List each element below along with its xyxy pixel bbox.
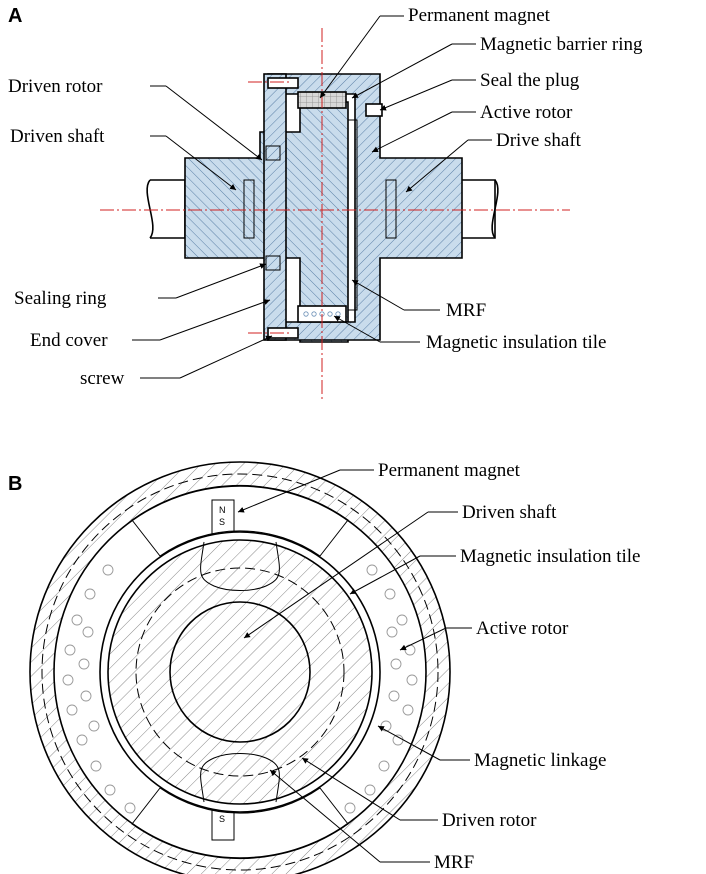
figure-a: A: [8, 5, 643, 400]
driven-shaft-keyway: [243, 179, 255, 239]
label-b-magnetic-insulation-tile: Magnetic insulation tile: [460, 546, 640, 567]
magnet-bottom-s: S: [219, 814, 225, 824]
screw-top: [267, 77, 299, 89]
driven-rotor-lobe-top: [200, 541, 280, 591]
figure-b: B N S N S: [8, 460, 640, 874]
magnet-top-n: N: [219, 505, 226, 515]
label-b-permanent-magnet: Permanent magnet: [378, 460, 521, 481]
drive-shaft-cylinder: [462, 179, 499, 239]
figure-b-leaders: [237, 469, 472, 863]
label-a-seal-plug: Seal the plug: [480, 70, 580, 91]
label-a-screw: screw: [80, 368, 125, 389]
label-a-drive-shaft: Drive shaft: [496, 130, 582, 151]
end-cover-section: [263, 73, 287, 341]
driven-shaft-cylinder: [146, 179, 186, 239]
label-a-mrf: MRF: [446, 300, 486, 321]
label-b-driven-shaft: Driven shaft: [462, 502, 557, 523]
label-a-magnetic-barrier-ring: Magnetic barrier ring: [480, 34, 643, 55]
label-b-active-rotor: Active rotor: [476, 618, 569, 639]
outer-dashed-circle: [41, 473, 439, 871]
sealing-ring-top: [265, 145, 281, 161]
label-a-driven-rotor: Driven rotor: [8, 76, 103, 97]
driven-rotor-lobe-bottom: [200, 753, 280, 803]
sealing-ring-bottom: [265, 255, 281, 271]
mrf-gap: [347, 119, 358, 311]
panel-label-a: A: [8, 5, 22, 27]
drive-shaft-keyway: [385, 179, 397, 239]
inner-dashed-circle: [135, 567, 345, 777]
figure-a-leaders: [132, 15, 492, 379]
seal-plug: [365, 103, 383, 117]
permanent-magnet-top-block: [131, 485, 349, 557]
driven-shaft-core: [169, 601, 311, 743]
label-a-permanent-magnet: Permanent magnet: [408, 5, 551, 26]
magnet-top-s: S: [219, 517, 225, 527]
label-b-driven-rotor: Driven rotor: [442, 810, 537, 831]
label-b-magnetic-linkage: Magnetic linkage: [474, 750, 606, 771]
label-a-active-rotor: Active rotor: [480, 102, 573, 123]
insulation-tile-hexes: [62, 564, 418, 814]
label-a-driven-shaft: Driven shaft: [10, 126, 105, 147]
label-a-end-cover: End cover: [30, 330, 108, 351]
permanent-magnet-bottom-block: [131, 787, 349, 859]
label-a-magnetic-insulation-tile: Magnetic insulation tile: [426, 332, 606, 353]
label-a-sealing-ring: Sealing ring: [14, 288, 107, 309]
label-b-mrf: MRF: [434, 852, 474, 873]
panel-label-b: B: [8, 473, 22, 495]
